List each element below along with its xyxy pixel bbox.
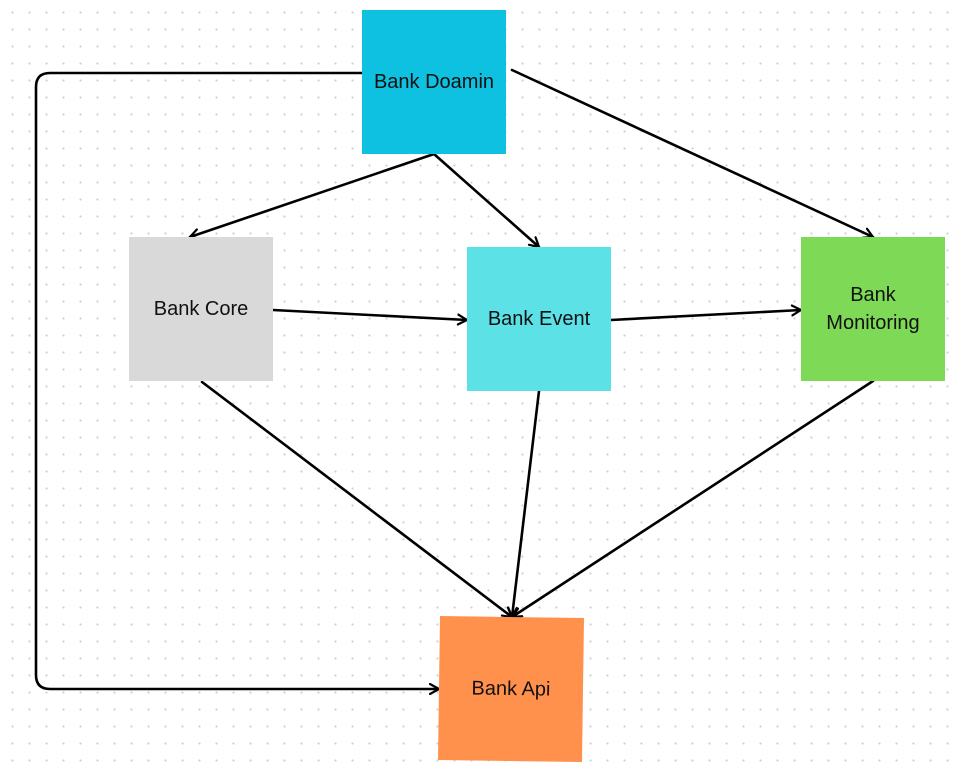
edge-domain-to-core	[188, 152, 436, 237]
node-bank-event-label: Bank Event	[487, 308, 591, 330]
node-bank-api[interactable]: Bank Api	[438, 616, 584, 762]
edge-core-to-api	[200, 380, 514, 619]
edge-domain-to-event	[432, 152, 541, 249]
edge-domain-to-monitoring	[510, 68, 875, 237]
node-bank-core-label: Bank Core	[153, 298, 249, 320]
edge-monitoring-to-api	[510, 379, 875, 619]
edge-core-to-event	[271, 308, 469, 320]
node-bank-monitoring-label: Bank Monitoring	[826, 284, 920, 334]
node-bank-domain[interactable]: Bank Doamin	[362, 10, 506, 154]
edge-domain-to-api	[34, 71, 441, 689]
node-bank-monitoring[interactable]: Bank Monitoring	[801, 237, 945, 381]
node-bank-core[interactable]: Bank Core	[129, 237, 273, 381]
edge-event-to-api	[512, 389, 541, 619]
node-bank-domain-label: Bank Doamin	[373, 71, 495, 93]
edge-event-to-monitoring	[609, 310, 803, 322]
node-bank-api-label: Bank Api	[471, 677, 551, 701]
node-bank-event[interactable]: Bank Event	[467, 247, 611, 391]
